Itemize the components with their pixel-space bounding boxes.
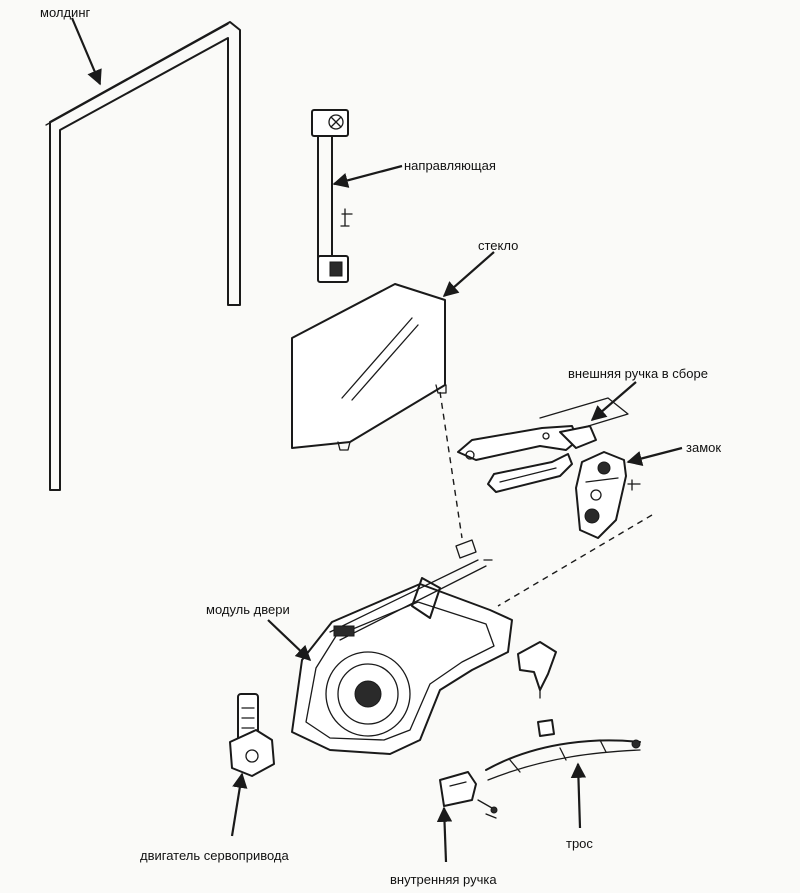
servo-motor-part [229,693,275,777]
label-molding: молдинг [40,5,90,20]
cable-part [485,739,641,781]
label-outer-handle: внешняя ручка в сборе [568,366,708,381]
label-guide: направляющая [404,158,496,173]
door-module-part [291,539,513,755]
clip-part [537,719,555,737]
label-glass: стекло [478,238,518,253]
label-lock: замок [686,440,721,455]
molding-part [45,21,241,491]
label-servo-motor: двигатель сервопривода [140,848,290,863]
label-inner-handle: внутренняя ручка [390,872,497,887]
bracket-part [517,641,557,699]
label-cable: трос [566,836,593,851]
glass-part [291,283,447,451]
inner-handle-part [439,771,498,819]
leader-arrows [70,17,683,863]
guide-rail-part [311,109,353,283]
outer-handle-part [457,397,629,493]
label-door-module: модуль двери [206,602,290,617]
lock-part [575,451,641,539]
